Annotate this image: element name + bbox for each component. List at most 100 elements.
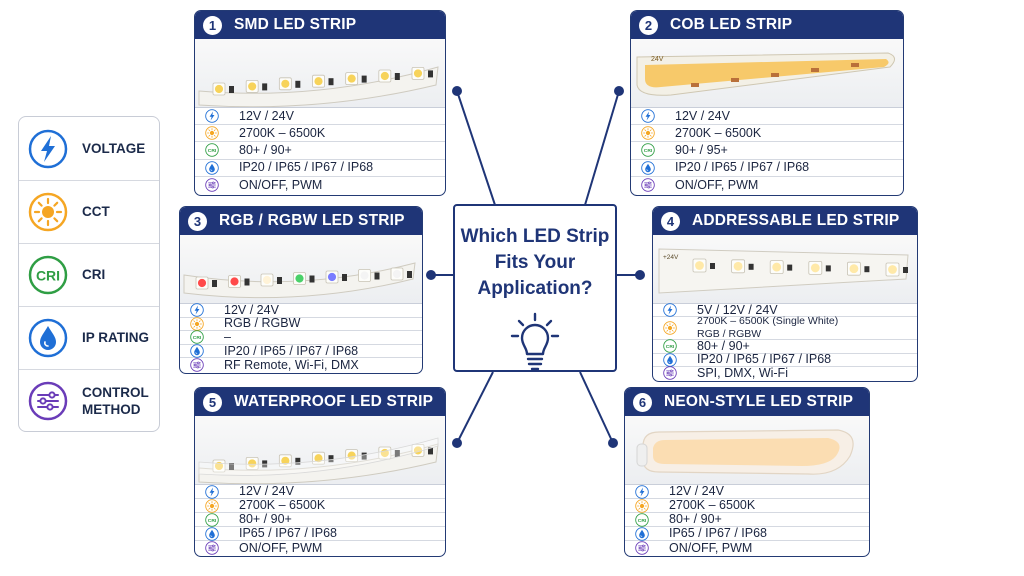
center-question-box: Which LED Strip Fits Your Application?	[453, 204, 617, 372]
spec-value: IP65 / IP67 / IP68	[239, 526, 337, 540]
legend-item-ip: IP RATING	[19, 306, 159, 370]
spec-row-cct: 2700K – 6500K	[195, 499, 445, 513]
card-title: SMD LED STRIP	[234, 16, 357, 33]
spec-row-ip: IP20 / IP65 / IP67 / IP68	[631, 160, 903, 177]
lightning-icon	[635, 484, 649, 499]
sun-icon	[663, 321, 677, 336]
spec-row-cct: 2700K – 6500K	[631, 125, 903, 143]
center-title: Which LED Strip Fits Your Application?	[460, 226, 610, 299]
svg-text:CRI: CRI	[36, 267, 60, 283]
card-number-badge: 5	[203, 392, 222, 412]
card-number-badge: 2	[639, 15, 658, 35]
legend-item-control: CONTROL METHOD	[19, 369, 159, 433]
spec-value: RF Remote, Wi-Fi, DMX	[224, 357, 359, 372]
spec-value: 12V / 24V	[669, 484, 724, 498]
water-drop-icon	[663, 352, 677, 367]
spec-row-cct: 2700K – 6500K (Single White)RGB / RGBW	[653, 315, 917, 341]
spec-value: 12V / 24V	[239, 484, 294, 498]
spec-value-line: 2700K – 6500K (Single White)	[697, 315, 839, 328]
legend-item-cct: CCT	[19, 180, 159, 244]
spec-value: 2700K – 6500K (Single White)RGB / RGBW	[697, 315, 838, 341]
spec-value: –	[224, 329, 231, 344]
cri-icon: CRI	[641, 143, 655, 158]
spec-value: 80+ / 90+	[669, 512, 722, 526]
card-header: 2 COB LED STRIP	[631, 11, 903, 39]
sliders-icon	[205, 178, 219, 193]
spec-row-ip: IP65 / IP67 / IP68	[625, 527, 869, 541]
spec-value: ON/OFF, PWM	[669, 540, 753, 555]
spec-value: IP20 / IP65 / IP67 / IP68	[224, 343, 359, 358]
cri-icon: CRI	[205, 143, 219, 158]
cri-icon: CRI	[635, 512, 649, 527]
spec-value: RGB / RGBW	[224, 316, 301, 331]
lightning-icon	[663, 303, 677, 317]
spec-row-control: ON/OFF, PWM	[625, 541, 869, 555]
spec-value: 12V / 24V	[239, 108, 294, 123]
cri-icon: CRI	[190, 330, 204, 345]
lightning-icon	[28, 129, 68, 169]
spec-row-voltage: 12V / 24V	[195, 108, 445, 126]
spec-value: IP20 / IP65 / IP67 / IP68	[239, 160, 374, 175]
svg-text:CRI: CRI	[208, 517, 217, 523]
spec-row-control: ON/OFF, PWM	[195, 177, 445, 194]
lightning-icon	[205, 484, 219, 499]
svg-text:CRI: CRI	[208, 148, 217, 154]
card-number-badge: 4	[661, 211, 680, 231]
spec-value: SPI, DMX, Wi-Fi	[697, 365, 788, 380]
neon-strip-image	[625, 416, 869, 485]
legend-item-cri: CRI CRI	[19, 243, 159, 307]
sliders-icon	[635, 541, 649, 555]
water-drop-icon	[635, 526, 649, 541]
legend-item-voltage: VOLTAGE	[19, 117, 159, 181]
sun-icon	[635, 498, 649, 513]
spec-row-control: RF Remote, Wi-Fi, DMX	[180, 358, 422, 372]
spec-value: IP20 / IP65 / IP67 / IP68	[697, 352, 832, 367]
cob-strip-image: 24V	[631, 39, 903, 108]
legend-label: CCT	[82, 204, 110, 219]
spec-row-ip: IP20 / IP65 / IP67 / IP68	[653, 352, 917, 367]
sliders-icon	[28, 381, 68, 421]
lightning-icon	[641, 109, 655, 123]
card-number-badge: 1	[203, 15, 222, 35]
spec-value: IP65 / IP67 / IP68	[669, 526, 767, 540]
spec-row-voltage: 12V / 24V	[195, 485, 445, 499]
spec-row-cri: CRI 80+ / 90+	[625, 513, 869, 527]
svg-text:CRI: CRI	[666, 344, 675, 350]
svg-text:CRI: CRI	[638, 517, 647, 523]
spec-value: 80+ / 90+	[239, 142, 292, 157]
card-number-badge: 3	[188, 211, 207, 231]
spec-value: ON/OFF, PWM	[239, 177, 323, 192]
card-header: 1 SMD LED STRIP	[195, 11, 445, 39]
spec-row-cri: CRI 80+ / 90+	[195, 142, 445, 160]
cri-icon: CRI	[28, 255, 68, 295]
card-title: COB LED STRIP	[670, 16, 793, 33]
legend-label: CRI	[82, 267, 106, 282]
spec-row-control: ON/OFF, PWM	[195, 541, 445, 555]
spec-value: 5V / 12V / 24V	[697, 302, 778, 317]
sun-icon	[205, 126, 219, 141]
spec-row-ip: IP20 / IP65 / IP67 / IP68	[195, 160, 445, 177]
card-title: WATERPROOF LED STRIP	[234, 393, 434, 410]
smd-strip-image	[195, 39, 445, 108]
spec-row-control: ON/OFF, PWM	[631, 177, 903, 194]
card-title: NEON-STYLE LED STRIP	[664, 393, 854, 410]
spec-row-voltage: 5V / 12V / 24V	[653, 302, 917, 318]
water-drop-icon	[641, 160, 655, 175]
legend-label: VOLTAGE	[82, 141, 146, 156]
lightning-icon	[190, 303, 204, 318]
spec-value: 12V / 24V	[224, 302, 279, 317]
rgb-strip-image	[180, 235, 422, 304]
svg-text:CRI: CRI	[644, 148, 653, 154]
spec-row-control: SPI, DMX, Wi-Fi	[653, 365, 917, 381]
legend-label: IP RATING	[82, 330, 150, 345]
waterproof-strip-image	[195, 416, 445, 485]
spec-value-line: RGB / RGBW	[697, 328, 762, 341]
